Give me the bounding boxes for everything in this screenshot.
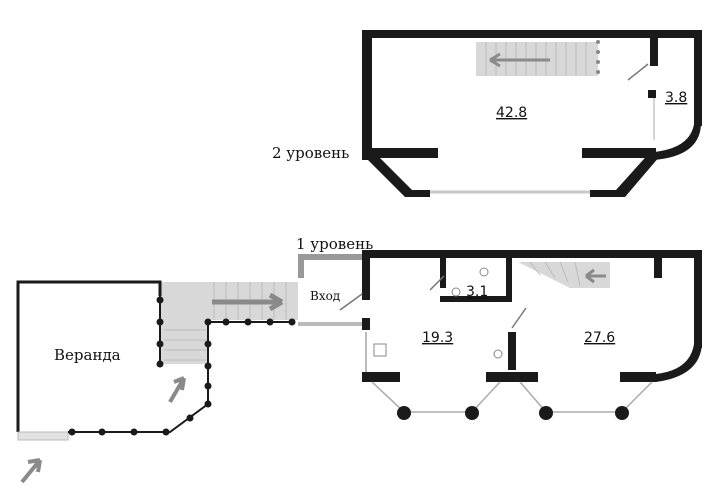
- level-2-label: 2 уровень: [272, 144, 349, 162]
- level-2-plan: 2 уровень 42.8 3.8: [272, 30, 702, 197]
- entrance-arrow: [212, 292, 284, 312]
- room-area-upper-main: 42.8: [496, 105, 527, 121]
- level-1-stair-arrow: [585, 268, 606, 284]
- level-1-plan: 1 уровень 3.1 19.3 27.6 Вход: [296, 235, 702, 420]
- room-area-bathroom: 3.1: [466, 284, 488, 300]
- veranda-label: Веранда: [54, 346, 121, 364]
- level-1-wall: [362, 250, 702, 258]
- level-1-label: 1 уровень: [296, 235, 373, 253]
- room-area-upper-small: 3.8: [665, 90, 687, 106]
- level-1-stairs: [518, 262, 610, 288]
- entrance-stairs: [160, 282, 362, 364]
- stair-entry-arrow: [168, 376, 186, 404]
- veranda: Веранда: [16, 280, 296, 484]
- room-area-right: 27.6: [584, 330, 615, 346]
- level-2-stair-arrow: [489, 52, 550, 68]
- entrance-label: Вход: [310, 289, 340, 303]
- room-area-left: 19.3: [422, 330, 453, 346]
- veranda-entry-arrow: [20, 458, 42, 484]
